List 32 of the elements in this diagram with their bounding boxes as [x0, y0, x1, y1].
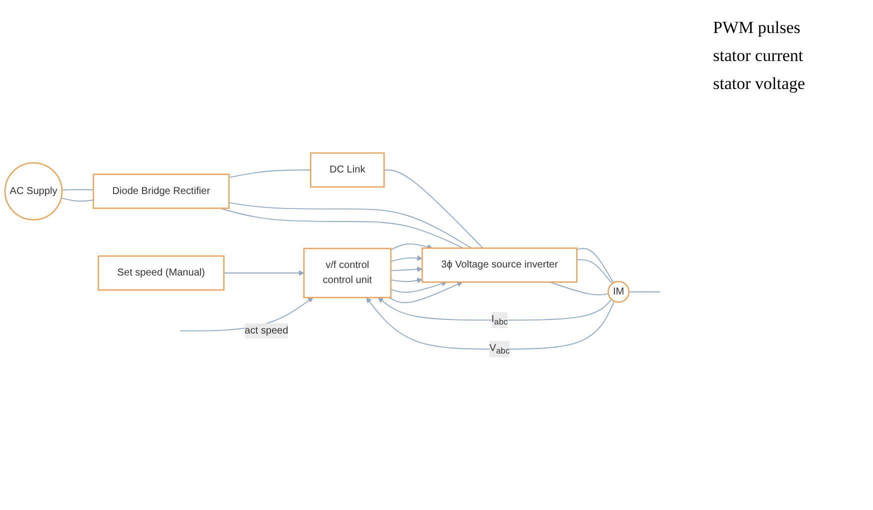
edge-label: V$_{abc}$ — [489, 342, 510, 356]
node-box: v/f control control unit — [303, 248, 392, 298]
node-box: 3ϕ Voltage source inverter — [422, 247, 578, 283]
signal-label: PWM pulses — [713, 18, 802, 38]
node-box: Diode Bridge Rectifier — [92, 174, 230, 209]
node-circle: IM — [608, 280, 630, 303]
edge-label: act speed — [244, 324, 288, 336]
node-box: Set speed (Manual) — [98, 255, 224, 290]
arrow — [366, 297, 615, 350]
node-circle: AC Supply — [4, 162, 63, 220]
arrow — [390, 243, 433, 250]
connector — [220, 208, 464, 248]
connector — [228, 169, 312, 178]
connector — [228, 202, 472, 248]
signal-label: stator current — [713, 46, 804, 66]
signal-label: stator voltage — [713, 74, 806, 94]
arrow — [388, 281, 463, 303]
arrow — [223, 270, 304, 276]
connector — [384, 169, 484, 248]
arrow — [390, 266, 422, 272]
arrow — [390, 280, 447, 293]
connector — [628, 291, 661, 292]
arrow — [390, 278, 422, 283]
connector — [576, 258, 613, 284]
connector — [576, 248, 614, 284]
arrow — [390, 255, 422, 262]
arrow — [378, 297, 612, 320]
node-box: DC Link — [310, 152, 385, 188]
connector — [549, 281, 609, 296]
connector — [61, 188, 94, 190]
edge-label: I$_{abc}$ — [491, 314, 508, 326]
connector — [60, 197, 94, 202]
